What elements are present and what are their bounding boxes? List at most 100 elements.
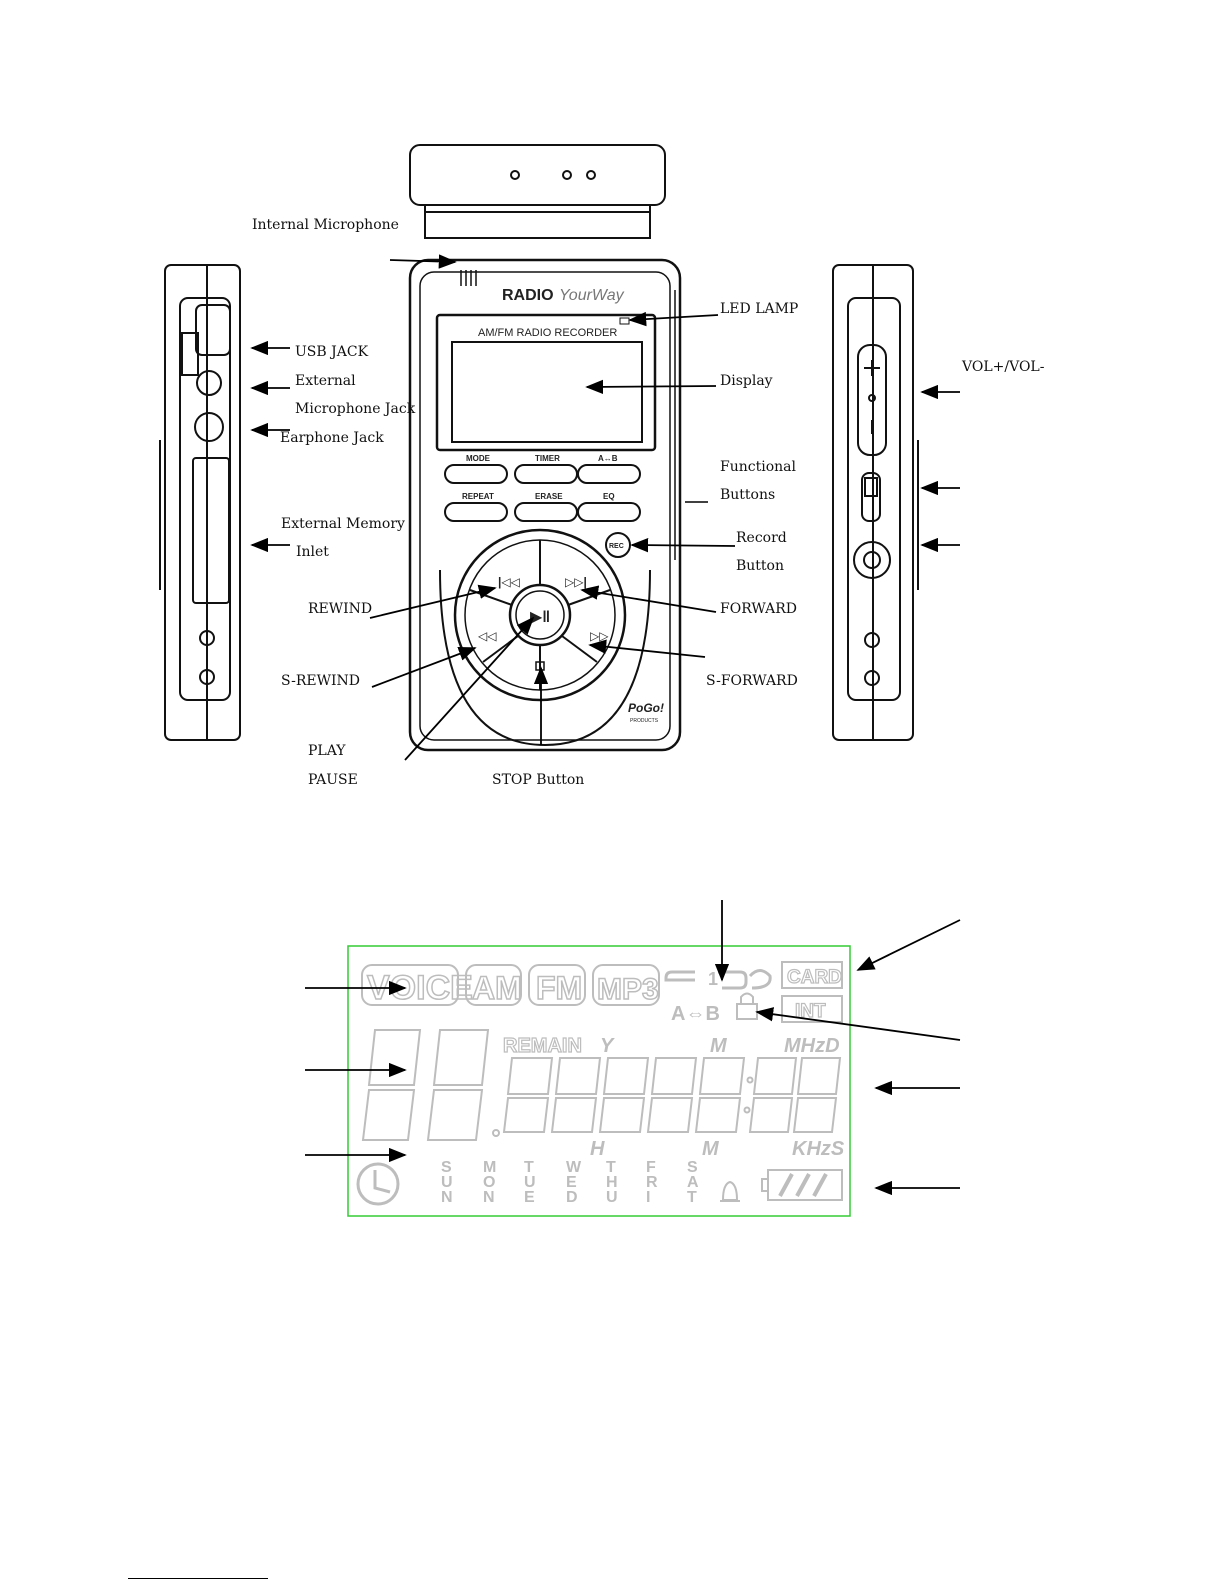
lcd-repeat-all-icon (748, 969, 772, 990)
ab-label: A↔B (598, 454, 618, 463)
mode-label: MODE (466, 454, 491, 463)
lcd-repeat-icon (664, 970, 695, 982)
label-record-button: Button (736, 558, 784, 574)
top-arrows (250, 254, 960, 761)
arrow-forward (580, 585, 717, 613)
lcd-day-letter: H (606, 1174, 618, 1191)
s-forward-icon[interactable]: ▷▷ (590, 629, 609, 643)
lcd-day-letter: M (483, 1159, 496, 1176)
arrow-rec (630, 537, 736, 553)
repeat-label: REPEAT (462, 492, 494, 501)
lcd-day-letter: S (441, 1159, 452, 1176)
ab-button[interactable] (577, 464, 641, 484)
rec-button[interactable] (605, 532, 631, 558)
label-internal-microphone: Internal Microphone (252, 217, 399, 233)
arrow-s-forward (588, 639, 706, 658)
lcd-day-letter: W (566, 1159, 582, 1176)
label-external-1: External (295, 373, 356, 389)
erase-label: ERASE (535, 492, 563, 501)
device-front-view: RADIO YourWay AM/FM RADIO RECORDER MODE … (408, 258, 682, 752)
lcd-arrows (305, 900, 961, 1196)
arrow-lcd-card (856, 919, 961, 971)
s-rewind-icon[interactable]: ◁◁ (477, 629, 496, 643)
label-external-memory-2: Inlet (296, 544, 329, 560)
lcd-repeat-one-icon (718, 970, 748, 990)
lcd-int: INT (795, 1001, 826, 1022)
lcd-month: M (710, 1035, 728, 1057)
label-forward: FORWARD (720, 601, 797, 617)
lcd-day-letter: S (687, 1159, 698, 1176)
lcd-am: AM (472, 970, 522, 1006)
label-buttons: Buttons (720, 487, 775, 503)
lcd-mp3: MP3 (597, 973, 659, 1006)
lcd-clock-icon (356, 1162, 400, 1206)
screen-title: AM/FM RADIO RECORDER (478, 327, 617, 339)
arrow-display (585, 379, 717, 395)
lcd-day-letter: U (441, 1174, 453, 1191)
lcd-ab: A⇔B (671, 1003, 720, 1025)
lcd-day-letter: A (687, 1174, 699, 1191)
lcd-card: CARD (787, 967, 842, 988)
arrow-lcd-lock (755, 1007, 961, 1041)
timer-button[interactable] (514, 464, 578, 484)
arrow-play-pause (404, 616, 535, 761)
label-s-forward: S-FORWARD (706, 673, 798, 689)
eq-label: EQ (603, 492, 615, 501)
brand-yourway: YourWay (559, 287, 625, 304)
lcd-small-digits (502, 1057, 842, 1133)
lcd-day-letter: T (606, 1159, 616, 1176)
device-right-side-view (832, 264, 919, 741)
lcd-hour: H (590, 1138, 605, 1160)
pogo-logo: PoGo! (628, 701, 664, 715)
lcd-day-letter: U (524, 1174, 536, 1191)
label-earphone-jack: Earphone Jack (280, 430, 384, 446)
lcd-day-letter: D (566, 1189, 578, 1206)
lcd-remain: REMAIN (503, 1035, 582, 1057)
label-external-memory-1: External Memory (281, 516, 405, 532)
arrow-internal-mic (389, 254, 457, 269)
label-record: Record (736, 530, 787, 546)
arrow-led (628, 311, 719, 327)
top-labels: Internal Microphone USB JACK External Mi… (252, 217, 1045, 788)
label-rewind: REWIND (308, 601, 372, 617)
label-display: Display (720, 373, 773, 389)
label-play: PLAY (308, 743, 346, 759)
repeat-button[interactable] (444, 502, 508, 522)
lcd-day-letter: E (524, 1189, 535, 1206)
lcd-day-letter: I (646, 1189, 650, 1206)
lcd-day-letter: N (483, 1189, 495, 1206)
lcd-day-letter: U (606, 1189, 618, 1206)
label-functional: Functional (720, 459, 796, 475)
lcd-day-letter: T (524, 1159, 534, 1176)
label-led-lamp: LED LAMP (720, 301, 798, 317)
lcd-mhz: MHzD (784, 1035, 840, 1057)
arrow-s-rewind (371, 647, 477, 688)
device-left-side-view (159, 264, 241, 741)
label-pause: PAUSE (308, 772, 358, 788)
lcd-frame (347, 945, 851, 1217)
lcd-repeat-one: 1 (708, 969, 718, 989)
lcd-day-letter: T (687, 1189, 697, 1206)
brand-radio: RADIO (502, 287, 554, 304)
lcd-day-letter: R (646, 1174, 658, 1191)
label-s-rewind: S-REWIND (281, 673, 360, 689)
device-top-view (409, 144, 666, 239)
lcd-year: Y (600, 1035, 615, 1057)
timer-label: TIMER (535, 454, 560, 463)
rewind-icon[interactable]: |◁◁ (498, 575, 520, 589)
erase-button[interactable] (514, 502, 578, 522)
lcd-day-letter: F (646, 1159, 656, 1176)
lcd-day-letter: O (483, 1174, 495, 1191)
mode-button[interactable] (444, 464, 508, 484)
label-vol: VOL+/VOL- (961, 359, 1045, 375)
lcd-segment-diagram: VOICE AM FM MP3 1 CARD INT A⇔B REMAIN Y … (347, 945, 851, 1217)
footnote-rule (128, 1578, 268, 1579)
lcd-day-letter: E (566, 1174, 577, 1191)
label-external-2: Microphone Jack (295, 401, 416, 417)
eq-button[interactable] (577, 502, 641, 522)
label-usb-jack: USB JACK (295, 344, 369, 360)
forward-icon[interactable]: ▷▷| (565, 575, 587, 589)
